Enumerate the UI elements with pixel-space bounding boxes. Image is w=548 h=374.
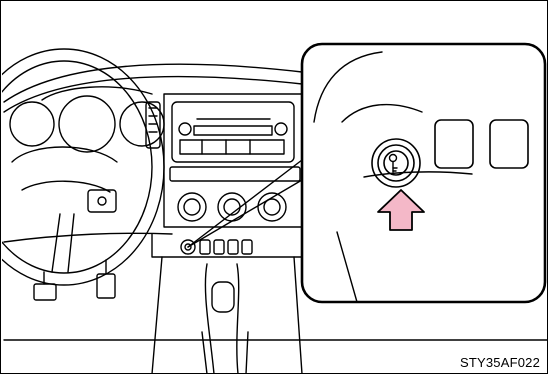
figure-code-label: STY35AF022 <box>460 355 540 370</box>
callout-box <box>302 44 545 302</box>
